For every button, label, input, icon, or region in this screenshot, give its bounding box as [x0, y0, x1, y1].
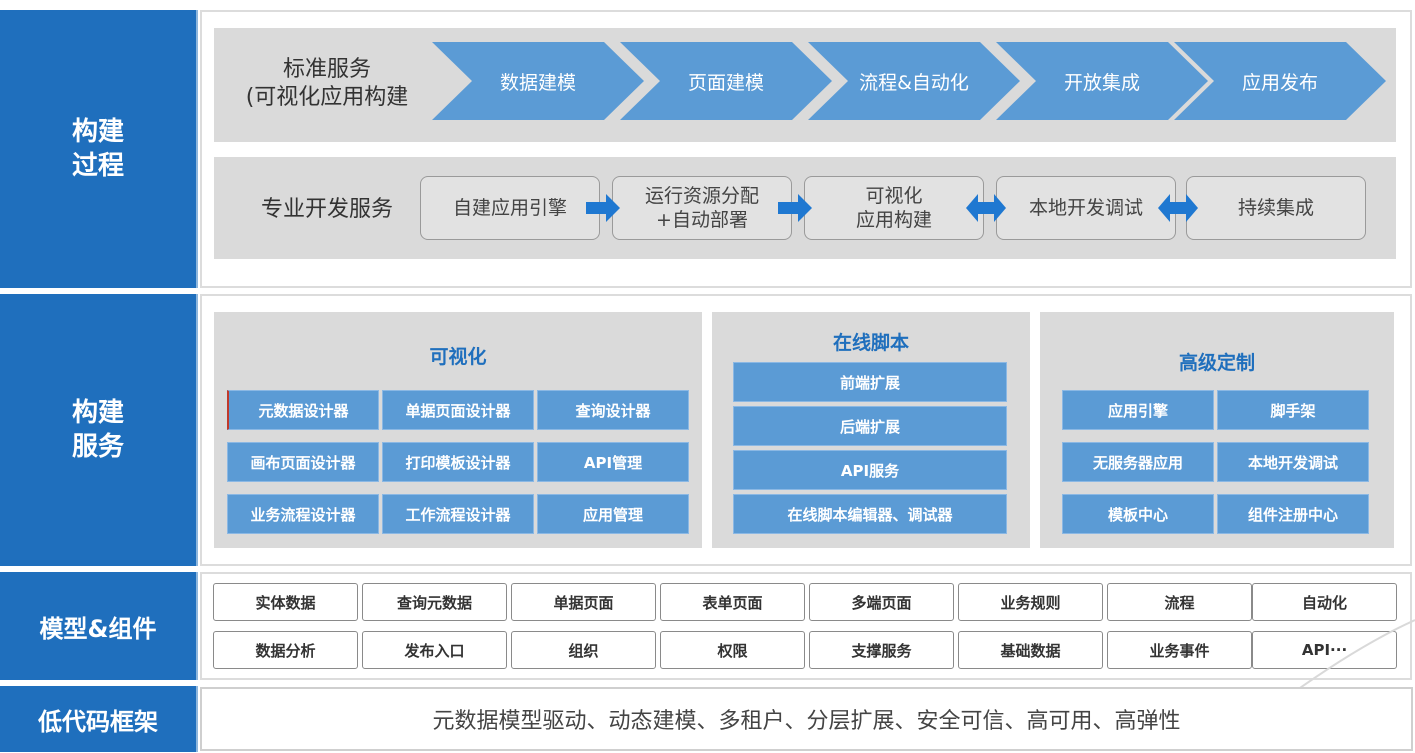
arrow-right-icon	[778, 194, 812, 222]
decorative-arc	[1290, 619, 1415, 696]
model-cell: 多端页面	[809, 583, 954, 621]
chevron-shape	[432, 42, 644, 120]
label-line: (可视化应用构建	[245, 85, 409, 110]
step-line: 自建应用引擎	[452, 197, 567, 219]
step-label: 页面建模	[687, 71, 764, 94]
visual-item: 元数据设计器	[227, 390, 379, 430]
visual-item: 打印模板设计器	[382, 442, 534, 482]
chevron-shape	[996, 42, 1208, 120]
model-cell: API···	[1252, 631, 1397, 669]
model-cell: 发布入口	[362, 631, 507, 669]
framework-text: 元数据模型驱动、动态建模、多租户、分层扩展、安全可信、高可用、高弹性	[432, 709, 1181, 734]
visual-title: 可视化	[429, 346, 487, 368]
layer-label-text: 模型&组件	[39, 614, 157, 643]
model-cell: 基础数据	[958, 631, 1103, 669]
label-line: 标准服务	[282, 57, 371, 82]
model-cell: 查询元数据	[362, 583, 507, 621]
layer-label-build-service: 构建 服务	[0, 294, 198, 566]
advanced-item: 模板中心	[1062, 494, 1214, 534]
advanced-item: 应用引擎	[1062, 390, 1214, 430]
step-line: 可视化	[865, 185, 923, 207]
online-script-item: 前端扩展	[733, 362, 1007, 402]
pro-step-3: 可视化 应用构建	[804, 176, 984, 240]
standard-step-3: 流程&自动化	[808, 42, 1020, 120]
layer-label-model-component: 模型&组件	[0, 572, 198, 680]
visual-item: API管理	[537, 442, 689, 482]
model-cell: 表单页面	[660, 583, 805, 621]
pro-step-5: 持续集成	[1186, 176, 1366, 240]
advanced-item: 本地开发调试	[1217, 442, 1369, 482]
visual-item: 查询设计器	[537, 390, 689, 430]
step-line: 运行资源分配	[644, 185, 759, 207]
advanced-title: 高级定制	[1178, 352, 1255, 374]
visual-item: 单据页面设计器	[382, 390, 534, 430]
step-line: +自动部署	[656, 209, 748, 231]
layer-label-line: 构建	[71, 117, 124, 147]
advanced-item: 组件注册中心	[1217, 494, 1369, 534]
visual-item: 工作流程设计器	[382, 494, 534, 534]
step-line: 本地开发调试	[1028, 197, 1143, 219]
online-script-item: 后端扩展	[733, 406, 1007, 446]
layer-label-text: 低代码框架	[38, 707, 158, 736]
model-cell: 流程	[1107, 583, 1252, 621]
layer-label-line: 服务	[71, 432, 124, 462]
online-script-title: 在线脚本	[832, 332, 909, 354]
step-label: 流程&自动化	[859, 71, 969, 94]
model-cell: 单据页面	[511, 583, 656, 621]
standard-service-label: 标准服务 (可视化应用构建	[222, 56, 432, 112]
step-line: 持续集成	[1237, 197, 1314, 219]
advanced-item: 脚手架	[1217, 390, 1369, 430]
model-cell: 支撑服务	[809, 631, 954, 669]
chevron-shape	[620, 42, 832, 120]
arrow-right-icon	[586, 194, 620, 222]
model-cell: 实体数据	[213, 583, 358, 621]
visual-item: 应用管理	[537, 494, 689, 534]
pro-step-4: 本地开发调试	[996, 176, 1176, 240]
online-script-item: API服务	[733, 450, 1007, 490]
step-line: 应用构建	[855, 209, 932, 231]
model-cell: 业务规则	[958, 583, 1103, 621]
standard-step-4: 开放集成	[996, 42, 1208, 120]
step-label: 应用发布	[1241, 71, 1318, 94]
visual-item: 画布页面设计器	[227, 442, 379, 482]
double-arrow-icon	[1158, 194, 1198, 222]
model-cell: 业务事件	[1107, 631, 1252, 669]
layer-label-framework: 低代码框架	[0, 686, 198, 752]
layer-label-build-process: 构建 过程	[0, 10, 198, 288]
pro-service-label: 专业开发服务	[260, 197, 393, 222]
pro-step-2: 运行资源分配 +自动部署	[612, 176, 792, 240]
advanced-item: 无服务器应用	[1062, 442, 1214, 482]
standard-step-1: 数据建模	[432, 42, 644, 120]
model-cell: 自动化	[1252, 583, 1397, 621]
step-label: 开放集成	[1063, 71, 1140, 94]
framework-bar: 元数据模型驱动、动态建模、多租户、分层扩展、安全可信、高可用、高弹性	[200, 687, 1413, 751]
pro-step-1: 自建应用引擎	[420, 176, 600, 240]
standard-step-5: 应用发布	[1174, 42, 1386, 120]
chevron-shape	[808, 42, 1020, 120]
model-cell: 权限	[660, 631, 805, 669]
step-label: 数据建模	[499, 71, 576, 94]
chevron-shape	[1174, 42, 1386, 120]
visual-item: 业务流程设计器	[227, 494, 379, 534]
model-cell: 组织	[511, 631, 656, 669]
model-cell: 数据分析	[213, 631, 358, 669]
online-script-item: 在线脚本编辑器、调试器	[733, 494, 1007, 534]
double-arrow-icon	[966, 194, 1006, 222]
standard-step-2: 页面建模	[620, 42, 832, 120]
layer-label-line: 过程	[71, 151, 124, 181]
layer-label-line: 构建	[71, 398, 124, 428]
